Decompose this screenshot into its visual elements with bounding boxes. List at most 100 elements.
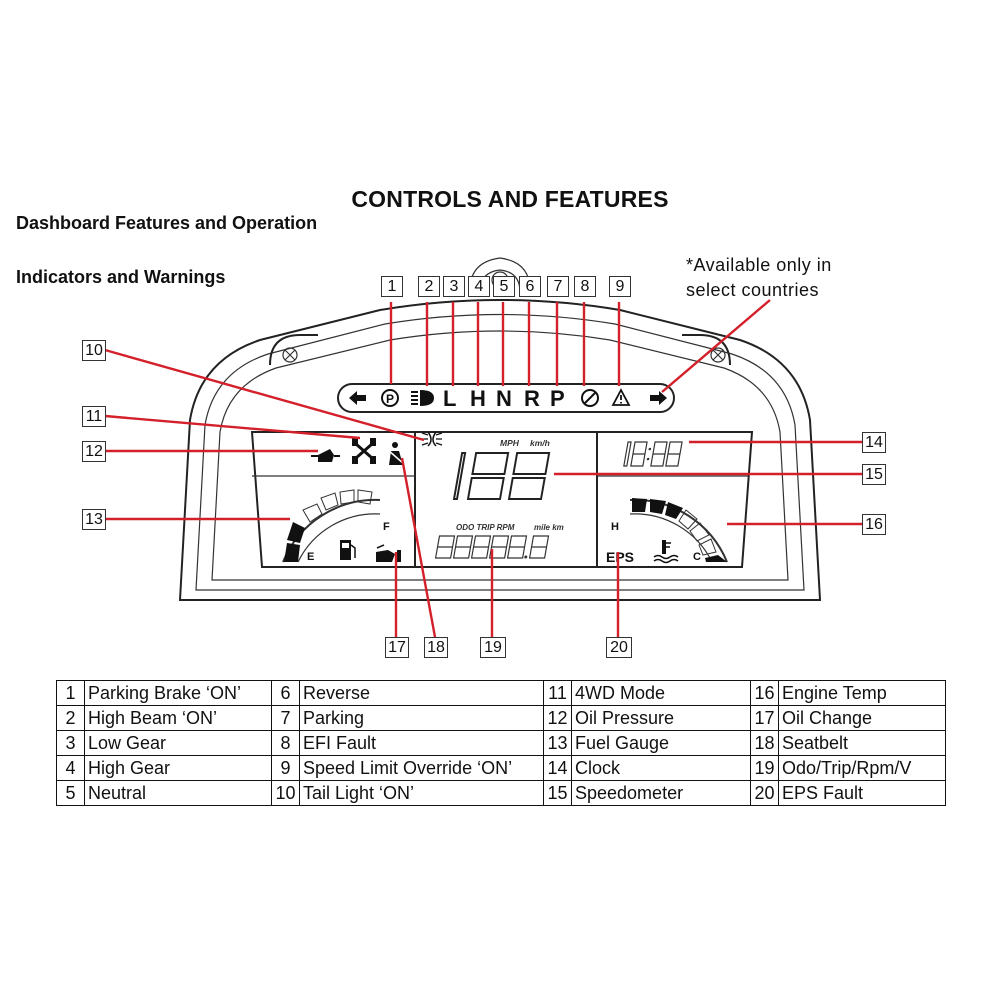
4wd-icon	[352, 438, 376, 464]
note-line-1: *Available only in	[686, 255, 832, 275]
legend-number: 11	[543, 680, 572, 706]
legend-label: High Gear	[84, 755, 272, 781]
legend-number: 10	[271, 780, 300, 806]
legend-label: Odo/Trip/Rpm/V	[778, 755, 946, 781]
fuel-empty-label: E	[307, 551, 314, 563]
temp-hot-label: H	[611, 521, 619, 533]
odo-unit-labels: ODO TRIP RPM	[456, 523, 515, 532]
callout-14: 14	[862, 432, 886, 453]
gear-letter-p: P	[550, 386, 565, 411]
callout-10: 10	[82, 340, 106, 361]
callout-3: 3	[443, 276, 465, 297]
fuel-pump-icon	[340, 540, 356, 560]
right-arrow-icon	[650, 391, 667, 405]
legend-number: 19	[750, 755, 779, 781]
legend-number: 8	[271, 730, 300, 756]
callout-5: 5	[493, 276, 515, 297]
legend-number: 17	[750, 705, 779, 731]
legend-label: Clock	[571, 755, 751, 781]
parking-brake-icon: P	[381, 389, 399, 407]
legend-number: 3	[56, 730, 85, 756]
subsection-heading: Indicators and Warnings	[16, 267, 226, 287]
callout-2: 2	[418, 276, 440, 297]
legend-label: Engine Temp	[778, 680, 946, 706]
callout-1: 1	[381, 276, 403, 297]
gear-letter-h: H	[470, 386, 486, 411]
dashboard-housing	[178, 257, 822, 601]
legend-label: EPS Fault	[778, 780, 946, 806]
fuel-full-label: F	[383, 521, 390, 533]
high-beam-icon	[411, 390, 434, 406]
legend-number: 20	[750, 780, 779, 806]
odo-mile-km-labels: mile km	[534, 523, 564, 532]
callout-6: 6	[519, 276, 541, 297]
legend-label: Neutral	[84, 780, 272, 806]
legend-number: 4	[56, 755, 85, 781]
speedometer-digits	[452, 452, 551, 500]
legend-number: 14	[543, 755, 572, 781]
svg-text:P: P	[386, 392, 394, 406]
legend-label: Parking	[299, 705, 544, 731]
legend-number: 7	[271, 705, 300, 731]
legend-label: High Beam ‘ON’	[84, 705, 272, 731]
legend-number: 6	[271, 680, 300, 706]
legend-number: 9	[271, 755, 300, 781]
fuel-gauge: F E	[282, 489, 390, 563]
temp-gauge: H C	[611, 498, 728, 563]
callout-15: 15	[862, 464, 886, 485]
legend-number: 1	[56, 680, 85, 706]
seatbelt-icon	[387, 442, 405, 465]
callout-lines	[104, 299, 862, 638]
legend-label: 4WD Mode	[571, 680, 751, 706]
legend-number: 18	[750, 730, 779, 756]
oil-change-icon	[376, 544, 401, 562]
legend-number: 16	[750, 680, 779, 706]
indicator-strip: P L H N R P	[337, 383, 675, 413]
legend-number: 15	[543, 780, 572, 806]
legend-label: Oil Change	[778, 705, 946, 731]
callout-9: 9	[609, 276, 631, 297]
gear-letter-n: N	[496, 386, 512, 411]
legend-label: Fuel Gauge	[571, 730, 751, 756]
callout-18: 18	[424, 637, 448, 658]
legend-number: 12	[543, 705, 572, 731]
tail-light-icon	[421, 431, 443, 447]
page-title: CONTROLS AND FEATURES	[351, 186, 669, 212]
efi-fault-icon	[581, 389, 599, 407]
warning-triangle-icon	[611, 388, 631, 406]
legend-label: Tail Light ‘ON’	[299, 780, 544, 806]
legend-number: 5	[56, 780, 85, 806]
callout-16: 16	[862, 514, 886, 535]
gear-letter-r: R	[524, 386, 540, 411]
callout-17: 17	[385, 637, 409, 658]
callout-12: 12	[82, 441, 106, 462]
legend-label: Oil Pressure	[571, 705, 751, 731]
callout-20: 20	[606, 637, 632, 658]
oil-pressure-icon	[311, 449, 340, 462]
callout-4: 4	[468, 276, 490, 297]
clock-digits	[623, 441, 683, 467]
legend-label: Low Gear	[84, 730, 272, 756]
legend-label: Seatbelt	[778, 730, 946, 756]
legend-label: Reverse	[299, 680, 544, 706]
legend-row: 3 Low Gear 8 EFI Fault 13 Fuel Gauge 18 …	[56, 730, 946, 756]
legend-row: 4 High Gear 9 Speed Limit Override ‘ON’ …	[56, 755, 946, 781]
eps-label: EPS	[606, 549, 634, 565]
section-heading: Dashboard Features and Operation	[16, 213, 318, 233]
availability-note: *Available only in select countries	[686, 253, 832, 303]
legend-number: 13	[543, 730, 572, 756]
legend-row: 2 High Beam ‘ON’ 7 Parking 12 Oil Pressu…	[56, 705, 946, 731]
temp-cold-label: C	[693, 551, 701, 563]
speed-unit-kmh: km/h	[530, 438, 550, 448]
legend-table: 1 Parking Brake ‘ON’ 6 Reverse 11 4WD Mo…	[56, 680, 946, 806]
callout-19: 19	[480, 637, 506, 658]
gear-letter-l: L	[443, 386, 456, 411]
callout-8: 8	[574, 276, 596, 297]
legend-label: Parking Brake ‘ON’	[84, 680, 272, 706]
left-arrow-icon	[349, 391, 366, 405]
legend-row: 1 Parking Brake ‘ON’ 6 Reverse 11 4WD Mo…	[56, 680, 946, 706]
legend-row: 5 Neutral 10 Tail Light ‘ON’ 15 Speedome…	[56, 780, 946, 806]
legend-number: 2	[56, 705, 85, 731]
callout-11: 11	[82, 406, 106, 427]
legend-label: Speed Limit Override ‘ON’	[299, 755, 544, 781]
